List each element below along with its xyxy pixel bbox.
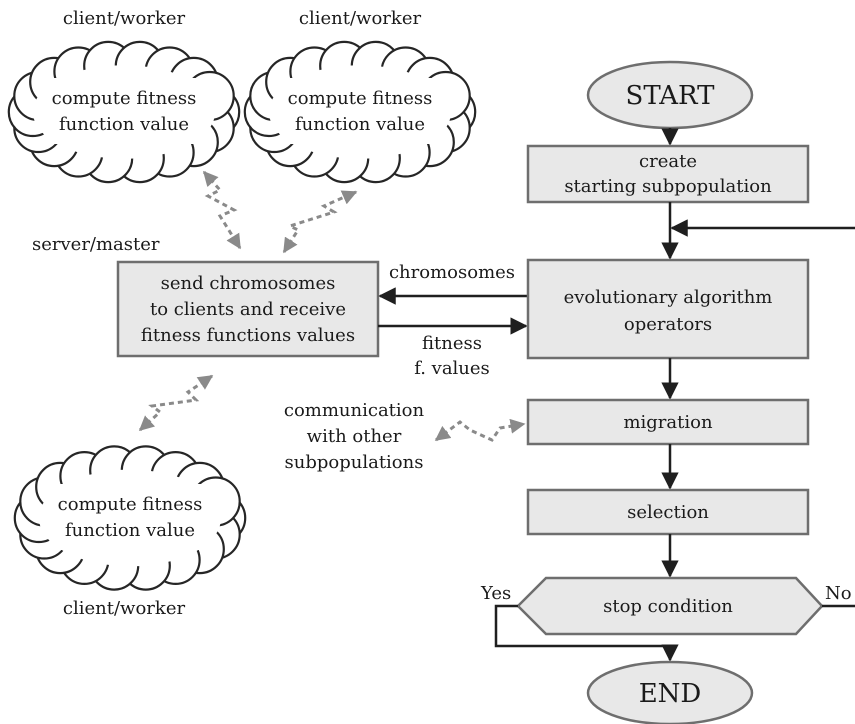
selection-box	[526, 488, 810, 536]
cloud-fill	[58, 484, 204, 550]
arrow-yes-end	[494, 604, 679, 662]
yes-label: Yes	[480, 583, 511, 604]
link-cloud1-server	[202, 170, 242, 250]
communication-text-line: with other	[307, 426, 402, 447]
migration-label: migration	[623, 412, 713, 433]
selection-label: selection	[627, 502, 709, 523]
server-text-line: to clients and receive	[150, 299, 346, 320]
migration-box	[526, 398, 810, 446]
server-master: server/master send chromosomes to client…	[32, 234, 380, 358]
edge-label-chromosomes: chromosomes	[389, 262, 515, 283]
link-cloud3-server	[138, 374, 214, 432]
cloud-worker-1: client/worker compute fitness function v…	[7, 8, 241, 184]
cloud-fill	[288, 78, 434, 144]
create-box	[526, 144, 810, 204]
server-text-line: fitness functions values	[141, 325, 355, 346]
cloud-text-line: compute fitness	[288, 88, 433, 109]
communication-label: communication with other subpopulations	[284, 400, 425, 473]
stop-condition-label: stop condition	[603, 596, 733, 617]
cloud-role-label: client/worker	[63, 598, 186, 619]
operators-box	[526, 258, 810, 360]
no-label: No	[825, 583, 852, 604]
cloud-fill	[52, 78, 198, 144]
server-text-line: send chromosomes	[161, 273, 336, 294]
cloud-worker-3: compute fitness function value client/wo…	[13, 445, 247, 619]
end-label: END	[639, 679, 702, 709]
cloud-role-label: client/worker	[63, 8, 186, 29]
create-text-line: starting subpopulation	[564, 176, 772, 197]
server-label: server/master	[32, 234, 160, 255]
server-box	[116, 260, 380, 358]
operators-text-line: operators	[624, 314, 712, 335]
link-cloud2-server	[282, 190, 358, 254]
cloud-text-line: compute fitness	[58, 494, 203, 515]
operators-text-line: evolutionary algorithm	[564, 287, 773, 308]
cloud-text-line: compute fitness	[52, 88, 197, 109]
cloud-text-line: function value	[59, 114, 189, 135]
flowchart: START create starting subpopulation evol…	[480, 60, 855, 724]
edge-label-fitness: fitness	[422, 333, 482, 354]
communication-text-line: subpopulations	[285, 452, 424, 473]
link-migration-other	[434, 418, 526, 442]
end-terminal	[586, 660, 754, 724]
cloud-role-label: client/worker	[299, 8, 422, 29]
create-text-line: create	[639, 151, 697, 172]
communication-text-line: communication	[284, 400, 425, 421]
edge-label-fitness: f. values	[414, 358, 490, 379]
cloud-worker-2: client/worker compute fitness function v…	[243, 8, 477, 184]
start-label: START	[626, 81, 716, 111]
cloud-text-line: function value	[295, 114, 425, 135]
cloud-text-line: function value	[65, 520, 195, 541]
